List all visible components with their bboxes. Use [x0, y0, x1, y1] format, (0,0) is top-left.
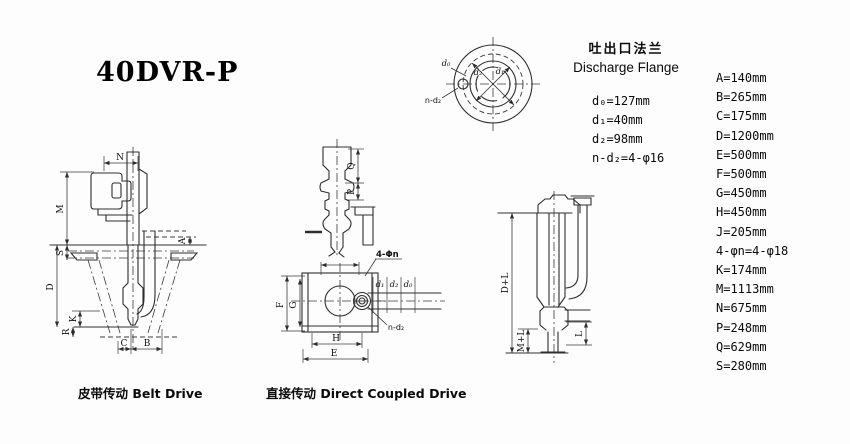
dimension-item: G=450mm — [716, 186, 767, 201]
dim-label-h: H — [332, 334, 340, 344]
dimension-item: J=205mm — [716, 224, 767, 239]
dim-label-e: E — [331, 349, 338, 359]
dim-label-p: P — [347, 189, 357, 195]
belt-drive-caption-zh: 皮带传动 — [78, 386, 129, 401]
flange-values: d₀=127mm d₁=40mm d₂=98mm n-d₂=4-φ16 — [592, 92, 664, 168]
dim-label-d0: d₀ — [404, 280, 413, 290]
dimension-item: Q=629mm — [716, 339, 767, 354]
flange-label-d0: d₀ — [442, 59, 451, 69]
bolt-callout-label: 4-Φn — [376, 250, 399, 260]
belt-drive-drawing: N M A S D K — [46, 147, 207, 354]
dim-label-d: D — [46, 283, 56, 290]
flange-value: d₁=40mm — [592, 113, 643, 127]
dim-label-r: R — [62, 328, 72, 335]
discharge-flange-detail: d₂ d₁ d₀ n-d₂ — [425, 37, 540, 131]
belt-drive-caption: 皮带传动 Belt Drive — [78, 383, 202, 402]
dimension-item: D=1200mm — [716, 128, 774, 143]
flange-heading: 吐出口法兰 Discharge Flange — [558, 38, 694, 75]
dim-label-q: Q — [347, 162, 357, 169]
direct-coupled-drawing: Q P 4-Φn d₁ d₂ d₀ n-d₂ — [276, 139, 445, 363]
dimension-item: E=500mm — [716, 147, 767, 162]
dim-label-m-plus-l: M+L — [517, 330, 527, 353]
combined-pump-drawing: D+L M+L L — [497, 191, 595, 363]
dim-label-k: K — [69, 315, 79, 322]
flange-value: d₀=127mm — [592, 94, 650, 108]
flange-value: n-d₂=4-φ16 — [592, 151, 665, 165]
dimension-item: P=248mm — [716, 320, 767, 335]
dimension-item: F=500mm — [716, 167, 767, 182]
dimension-item: A=140mm — [716, 71, 767, 85]
flange-heading-en: Discharge Flange — [573, 60, 679, 75]
direct-coupled-caption-zh: 直接传动 — [266, 386, 317, 401]
dimension-list: A=140mm B=265mm C=175mm D=1200mm E=500mm… — [716, 69, 788, 376]
bolt-hole-callout: n-d₂ — [388, 323, 404, 332]
dim-label-c: C — [121, 339, 128, 349]
flange-label-d1: d₁ — [496, 67, 505, 77]
dimension-item: K=174mm — [716, 263, 767, 278]
flange-label-n-d2: n-d₂ — [425, 96, 441, 105]
flange-label-d2: d₂ — [474, 68, 483, 78]
flange-heading-zh: 吐出口法兰 — [588, 42, 664, 57]
dimension-item: 4-φn=4-φ18 — [716, 243, 789, 258]
model-title: 40DVR-P — [96, 57, 239, 88]
dim-label-g: G — [289, 301, 299, 308]
dim-label-n: N — [116, 153, 124, 163]
dim-label-a: A — [178, 237, 188, 245]
dim-label-m: M — [56, 204, 66, 213]
dimension-item: B=265mm — [716, 90, 767, 105]
dim-label-f: F — [276, 302, 286, 308]
flange-value: d₂=98mm — [592, 132, 643, 146]
dim-label-d1: d₁ — [376, 280, 385, 290]
direct-coupled-caption-en: Direct Coupled Drive — [320, 386, 467, 401]
dimension-item: M=1113mm — [716, 282, 774, 297]
dim-label-d2: d₂ — [390, 280, 399, 290]
dimension-item: N=675mm — [716, 301, 767, 316]
dimension-item: S=280mm — [716, 359, 767, 374]
dim-label-l: L — [575, 331, 585, 337]
dimension-item: H=450mm — [716, 205, 767, 220]
direct-coupled-caption: 直接传动 Direct Coupled Drive — [266, 383, 467, 402]
dim-label-s: S — [56, 250, 66, 256]
dim-label-d-plus-l: D+L — [501, 273, 511, 294]
dimension-item: C=175mm — [716, 109, 767, 124]
belt-drive-caption-en: Belt Drive — [132, 386, 203, 401]
dim-label-b: B — [144, 339, 151, 349]
